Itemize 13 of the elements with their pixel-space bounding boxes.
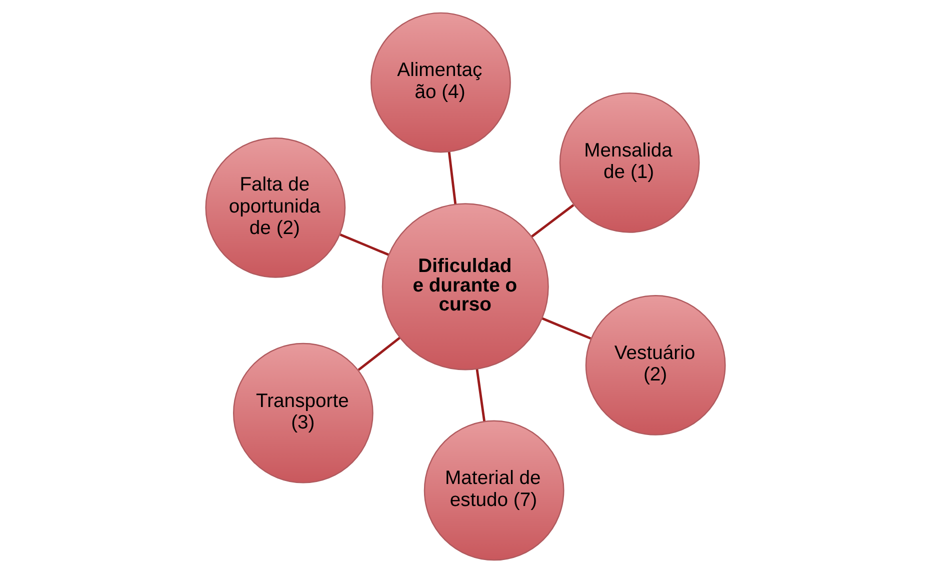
connector [340, 234, 390, 256]
connector [542, 317, 592, 340]
connector [358, 336, 401, 371]
node-circle: Transporte (3) [232, 342, 374, 484]
node-circle: Falta de oportunida de (2) [205, 137, 346, 278]
connector [530, 204, 574, 238]
connector [476, 368, 486, 422]
connector [448, 152, 457, 204]
node-circle: Material de estudo (7) [424, 420, 564, 561]
node-circle: Alimentaç ão (4) [370, 12, 511, 153]
node-circle: Vestuário (2) [585, 295, 726, 436]
node-circle: Dificuldad e durante o curso [382, 203, 549, 370]
node-circle: Mensalida de (1) [559, 92, 700, 233]
